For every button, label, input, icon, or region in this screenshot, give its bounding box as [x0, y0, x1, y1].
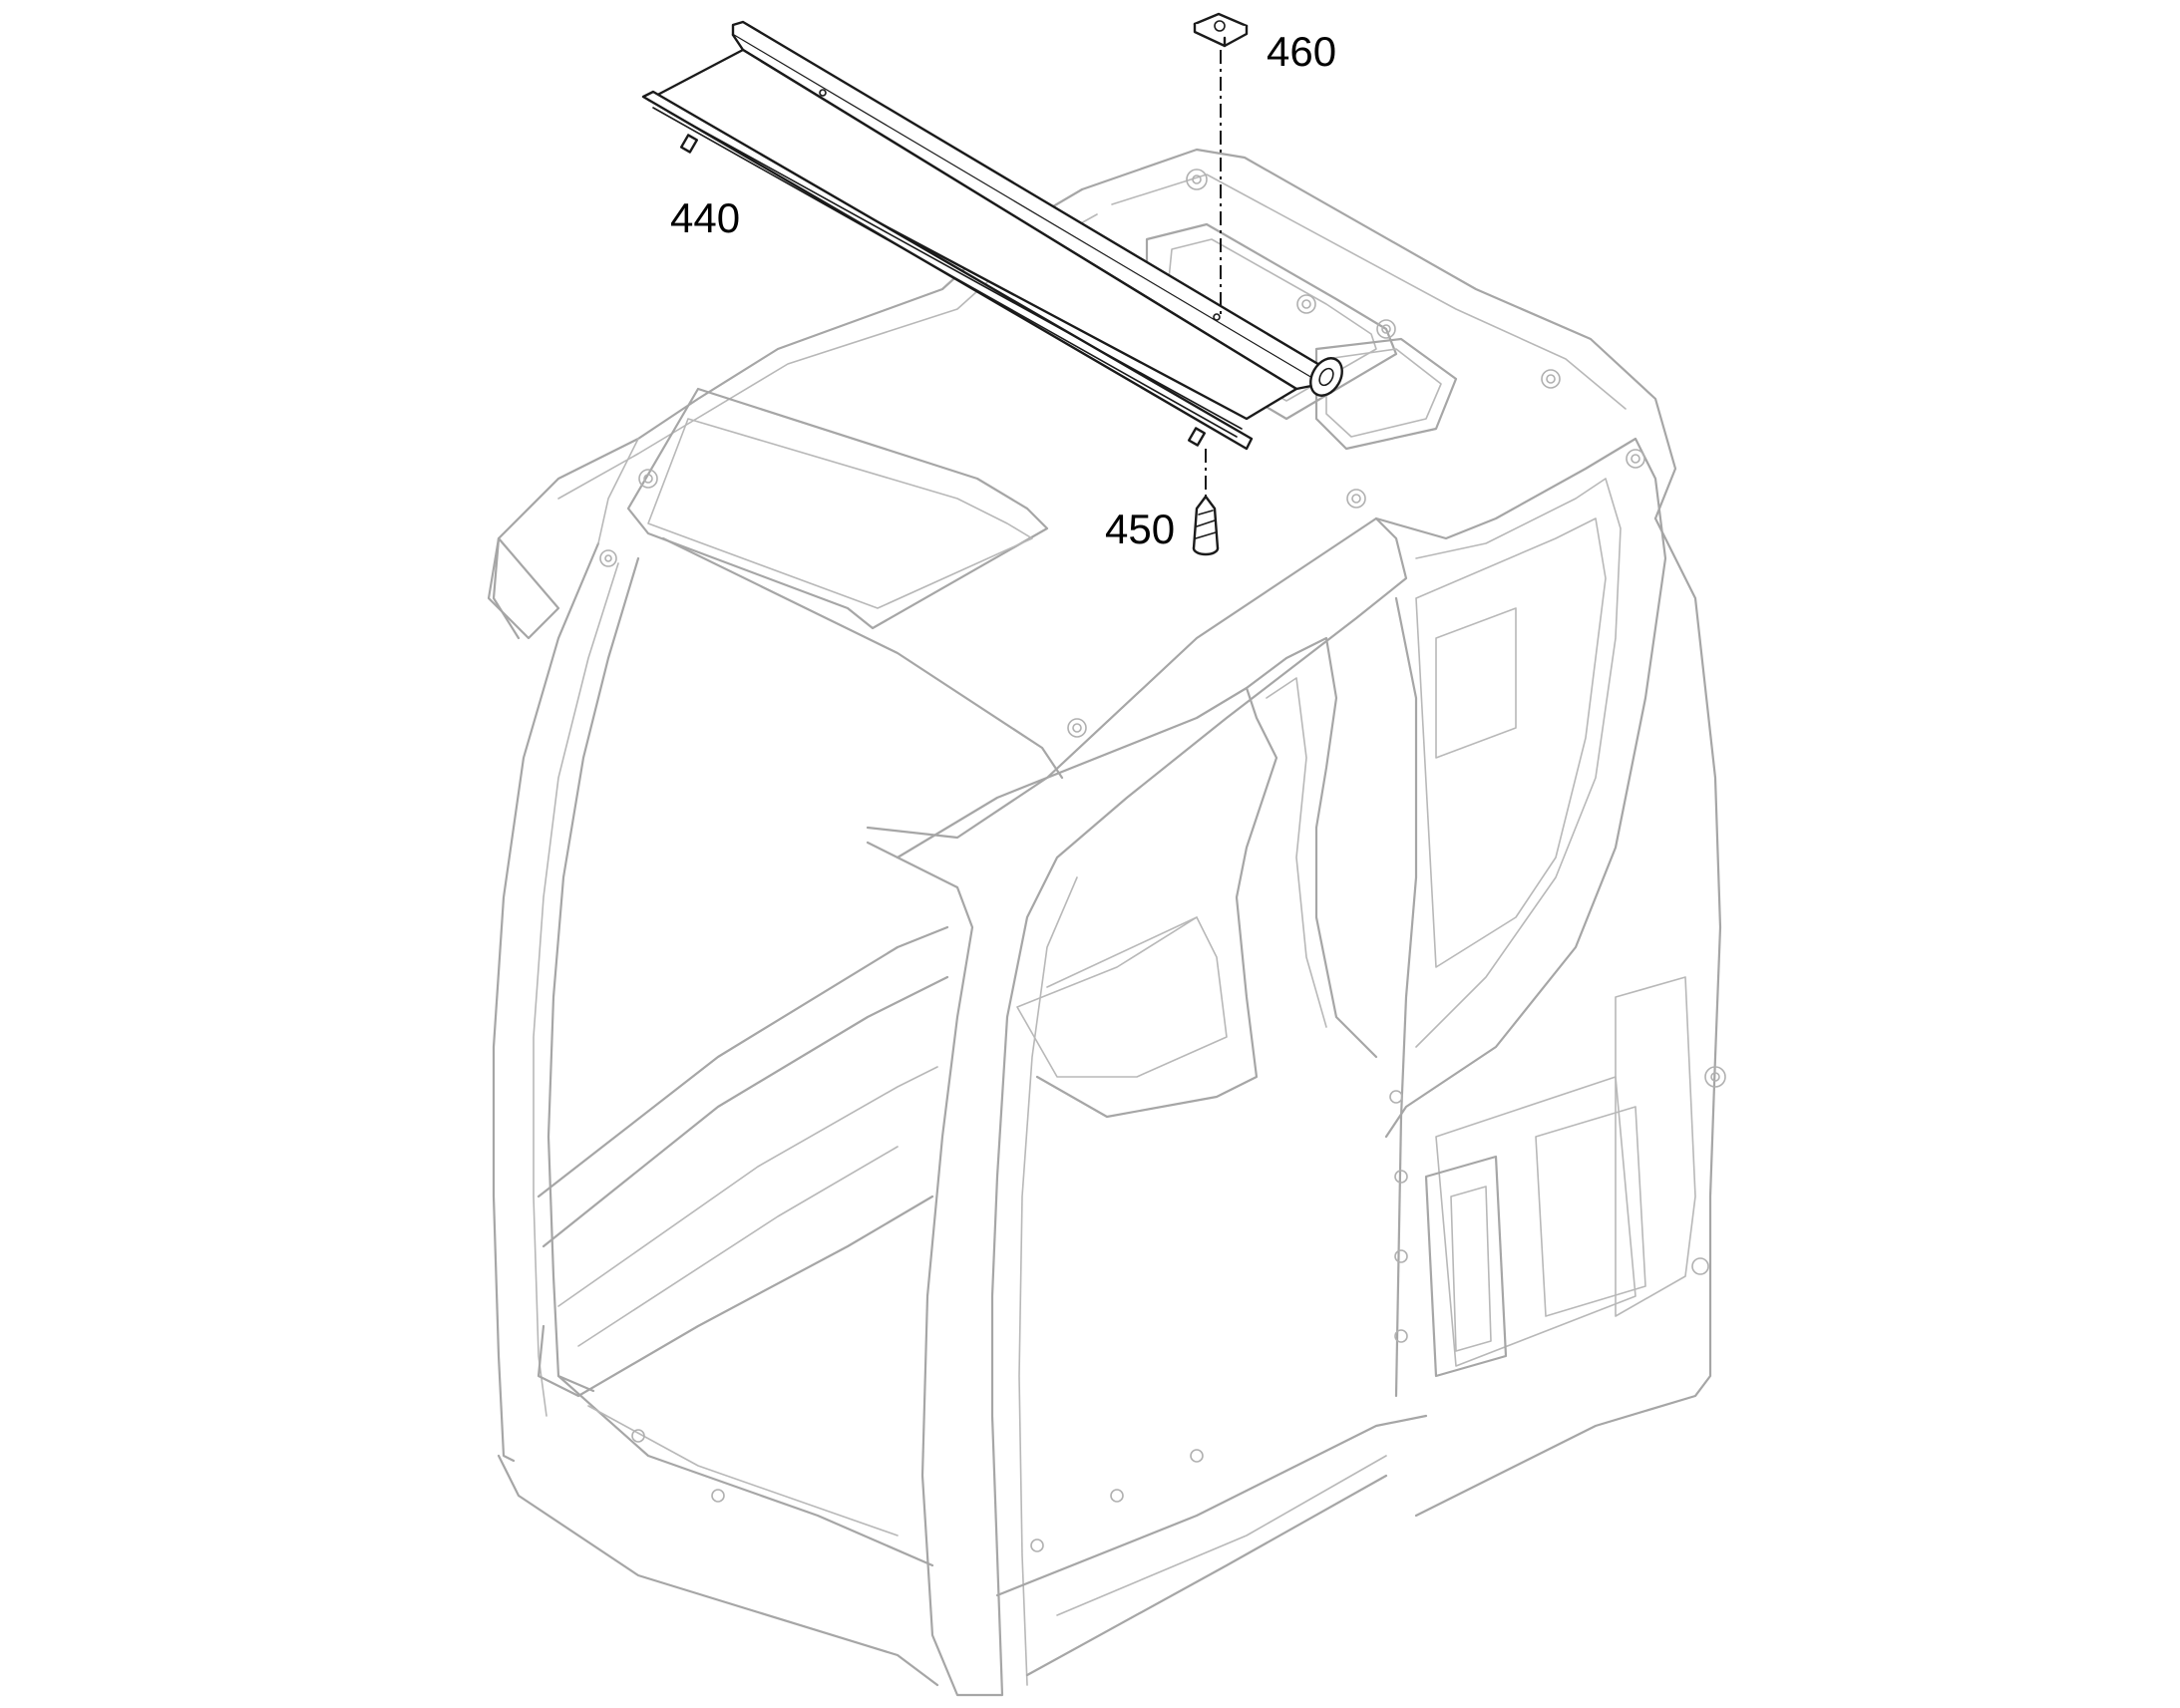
sunshade-assembly-440 — [641, 20, 1343, 451]
callout-460: 460 — [1267, 28, 1337, 75]
clip-nut-460 — [1193, 12, 1249, 48]
screw-450 — [1192, 495, 1220, 556]
callout-450: 450 — [1105, 506, 1176, 552]
cab-frame — [487, 148, 1726, 1697]
roof-bolts — [599, 169, 1726, 1552]
callout-440: 440 — [670, 194, 741, 241]
